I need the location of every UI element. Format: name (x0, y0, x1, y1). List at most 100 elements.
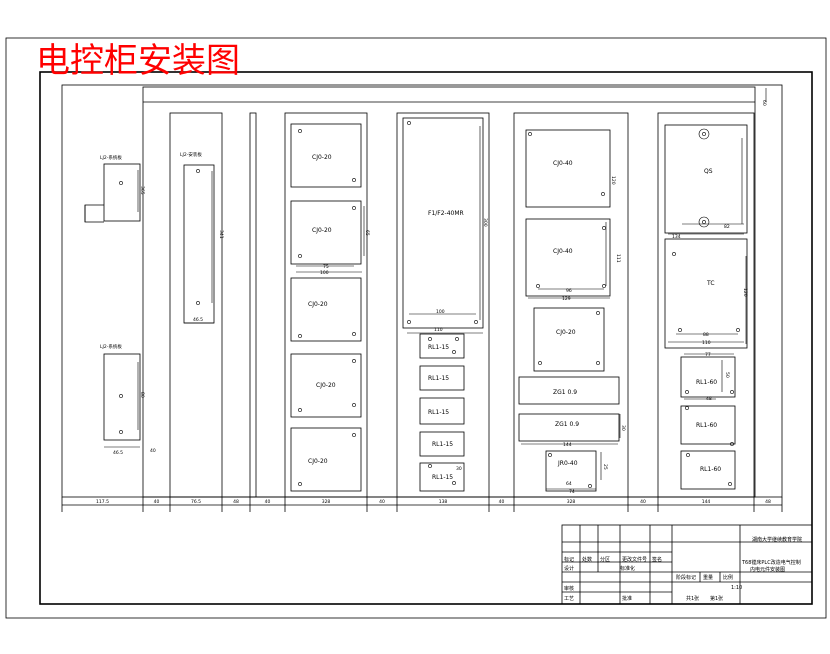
mount-hole (728, 482, 732, 486)
c2-small-1 (419, 333, 465, 359)
mount-hole (702, 220, 706, 224)
dim-k: 100 (436, 309, 445, 315)
tb-f1: 共1张 (686, 595, 699, 602)
plate-label: LJ2-安装板 (180, 151, 202, 158)
mount-hole (352, 403, 356, 407)
c1-box-5 (290, 427, 362, 492)
dim-w: 77 (705, 352, 711, 358)
mount-hole (602, 284, 606, 288)
dim-j: 300 (482, 218, 488, 227)
mount-hole (298, 254, 302, 258)
mount-hole (298, 408, 302, 412)
c2-small-label-2: RL1-15 (428, 375, 449, 382)
side-relay-top (103, 163, 141, 222)
bottom-dim-12: 144 (702, 499, 711, 505)
dim-e: 80 (139, 392, 145, 398)
mount-hole (730, 442, 734, 446)
mount-hole (685, 390, 689, 394)
side-relay-bottom (103, 353, 141, 441)
mount-hole (298, 129, 302, 133)
tb-r4: 更改文件号 (622, 556, 647, 563)
c2-big (402, 117, 484, 329)
mount-hole (352, 433, 356, 437)
c3-box-2 (525, 218, 611, 297)
plate-board (183, 164, 215, 324)
c2-small-5 (419, 462, 465, 492)
bottom-dim-6: 328 (322, 499, 331, 505)
c2-big-label: F1/F2-40MR (428, 210, 464, 217)
dim-u: 88 (703, 332, 709, 338)
c4-box-3 (680, 356, 736, 398)
tb-r2: 处数 (582, 556, 592, 563)
bottom-dim-5: 40 (265, 499, 271, 505)
c1-label-2: CJ0-20 (312, 227, 332, 234)
tb-r7: 标准化 (620, 565, 635, 572)
dim-a: 365 (139, 186, 145, 195)
cabinet-inner (142, 86, 756, 498)
mount-hole (407, 320, 411, 324)
tb-r8: 审核 (564, 585, 574, 592)
c4-label-3: RL1-60 (696, 379, 717, 386)
c1-label-4: CJ0-20 (316, 382, 336, 389)
mount-hole (452, 350, 456, 354)
bottom-dim-4: 48 (233, 499, 239, 505)
bottom-dim-2: 40 (154, 499, 160, 505)
dim-m: 96 (566, 288, 572, 294)
c3-label-2: CJ0-40 (553, 248, 573, 255)
c4-label-4: RL1-60 (696, 422, 717, 429)
bottom-dim-13: 48 (765, 499, 771, 505)
mount-hole (452, 481, 456, 485)
dim-q: 144 (563, 442, 572, 448)
mount-hole (407, 121, 411, 125)
tb-s2: 重量 (703, 574, 713, 581)
tb-r6: 设计 (564, 565, 574, 572)
mount-hole (730, 390, 734, 394)
plate-panel (169, 112, 223, 498)
dim-s: 82 (724, 224, 730, 230)
c3-label-5: ZG1 0.9 (555, 421, 579, 428)
dim-n: 129 (562, 296, 571, 302)
dim-ae: 30 (456, 466, 462, 472)
tb-r5: 签名 (652, 556, 662, 563)
mount-hole (352, 332, 356, 336)
c2-small-label-1: RL1-15 (428, 344, 449, 351)
c2-small-label-4: RL1-15 (432, 441, 453, 448)
mount-hole (686, 453, 690, 457)
c2-small-label-3: RL1-15 (428, 409, 449, 416)
column-4 (657, 112, 755, 498)
side-relay-top-label: LJ2-系统板 (100, 154, 122, 161)
bottom-dim-10: 328 (567, 499, 576, 505)
tb-scale: 1:10 (731, 585, 742, 591)
mount-hole (528, 132, 532, 136)
bottom-dim-1: 117.5 (96, 499, 109, 505)
switch-hole (698, 216, 710, 228)
column-1 (284, 112, 368, 498)
c1-box-1 (290, 123, 362, 188)
dim-h: 100 (320, 270, 329, 276)
tb-r10: 批准 (622, 595, 632, 602)
mount-hole (119, 430, 123, 434)
bottom-dim-11: 40 (640, 499, 646, 505)
drawing-title: 电控柜安装图 (36, 41, 240, 81)
mount-hole (352, 359, 356, 363)
bottom-dim-9: 40 (499, 499, 505, 505)
mount-hole (196, 169, 200, 173)
mount-hole (536, 284, 540, 288)
tb-r3: 分区 (600, 556, 610, 563)
c2-small-4 (419, 431, 465, 457)
dim-t: 134 (672, 234, 681, 240)
switch-hole (698, 128, 710, 140)
dim-aa: 120 (742, 288, 748, 297)
c4-label-5: RL1-60 (700, 466, 721, 473)
mount-hole (119, 181, 123, 185)
bottom-dim-7: 40 (379, 499, 385, 505)
c4-box-2 (664, 238, 748, 349)
title-block (561, 524, 813, 605)
mount-hole (428, 337, 432, 341)
c3-box-1 (525, 129, 611, 208)
dim-b: 341 (218, 230, 224, 239)
c3-label-4: ZG1 0.9 (553, 389, 577, 396)
mount-hole (298, 482, 302, 486)
dim-d: 46.5 (113, 450, 123, 456)
tb-r9: 工艺 (564, 596, 574, 602)
